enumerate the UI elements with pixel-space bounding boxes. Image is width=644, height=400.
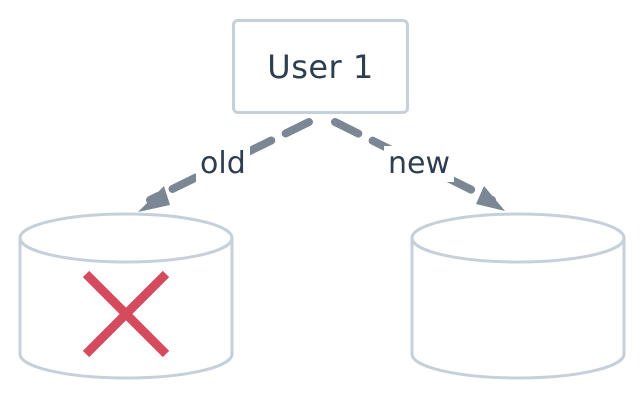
edge-old-label: old <box>196 146 250 182</box>
arrowhead-new-icon <box>476 186 505 211</box>
database-new <box>410 212 626 380</box>
arrowhead-old-icon <box>138 186 170 212</box>
edge-new-label: new <box>384 146 455 182</box>
user-node: User 1 <box>232 19 409 114</box>
user-node-label: User 1 <box>267 47 374 86</box>
database-old <box>18 212 234 380</box>
x-icon <box>82 270 170 358</box>
database-old-top <box>18 212 234 264</box>
database-new-body <box>410 238 626 380</box>
database-new-top <box>410 212 626 264</box>
